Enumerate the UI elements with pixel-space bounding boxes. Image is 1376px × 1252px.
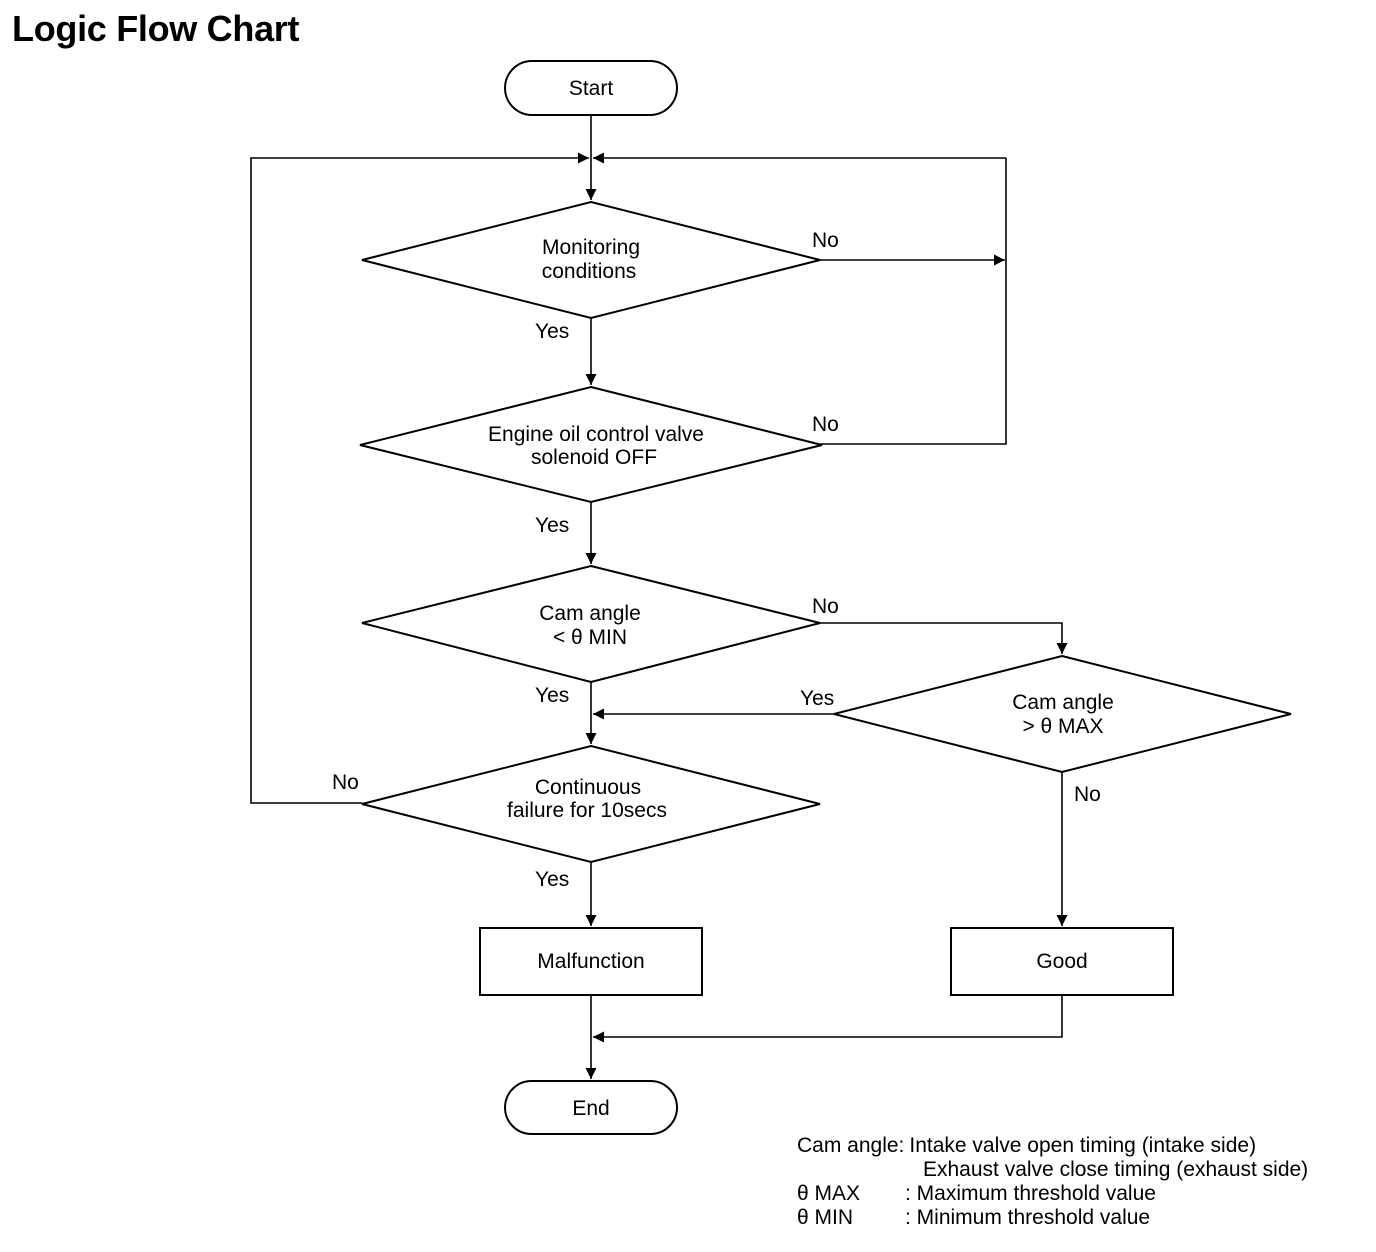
edge-label-cam-min-yes: Yes bbox=[535, 684, 569, 707]
decision-label-line-2: failure for 10secs bbox=[507, 799, 667, 822]
legend-definition: Intake valve open timing (intake side) bbox=[909, 1134, 1257, 1157]
end-terminal: End bbox=[504, 1080, 678, 1135]
decision-cam-angle-max: Cam angle > θ MAX bbox=[833, 654, 1292, 774]
decision-label-line-2: conditions bbox=[542, 260, 637, 283]
decision-cam-angle-min: Cam angle < θ MIN bbox=[361, 564, 821, 684]
edge-label-cam-max-no: No bbox=[1074, 783, 1101, 806]
decision-label-line-1: Continuous bbox=[535, 776, 641, 799]
legend-definition: : Maximum threshold value bbox=[905, 1182, 1156, 1205]
edge-label-continuous-yes: Yes bbox=[535, 868, 569, 891]
page-title: Logic Flow Chart bbox=[12, 8, 300, 49]
good-label: Good bbox=[1036, 950, 1087, 973]
legend-row-cam-angle: Cam angle: Intake valve open timing (int… bbox=[797, 1134, 1308, 1158]
legend-row-cam-angle-continued: Exhaust valve close timing (exhaust side… bbox=[797, 1158, 1308, 1182]
legend-definition: Exhaust valve close timing (exhaust side… bbox=[923, 1158, 1309, 1181]
process-malfunction: Malfunction bbox=[479, 927, 703, 996]
legend-row-theta-min: θ MIN : Minimum threshold value bbox=[797, 1206, 1308, 1230]
decision-label-line-1: Engine oil control valve bbox=[488, 423, 704, 446]
connector-good-to-end bbox=[593, 995, 1063, 1043]
start-label: Start bbox=[569, 77, 614, 100]
malfunction-label: Malfunction bbox=[537, 950, 644, 973]
decision-label-line-1: Monitoring bbox=[542, 236, 640, 259]
decision-continuous-failure: Continuous failure for 10secs bbox=[361, 744, 821, 864]
decision-label-line-2: < θ MIN bbox=[553, 626, 627, 649]
edge-label-cam-max-yes: Yes bbox=[800, 687, 834, 710]
legend-term: θ MIN bbox=[797, 1206, 854, 1229]
decision-label-line-1: Cam angle bbox=[539, 602, 641, 625]
edge-label-monitoring-no: No bbox=[812, 229, 839, 252]
edge-label-oil-valve-no: No bbox=[812, 413, 839, 436]
decision-oil-control-valve: Engine oil control valve solenoid OFF bbox=[359, 385, 823, 504]
process-good: Good bbox=[950, 927, 1174, 996]
end-label: End bbox=[572, 1097, 609, 1120]
connector-continuous-no-loop bbox=[250, 152, 589, 804]
legend-term: θ MAX bbox=[797, 1182, 861, 1205]
legend-term: Cam angle: bbox=[797, 1134, 905, 1157]
edge-label-monitoring-yes: Yes bbox=[535, 320, 569, 343]
decision-label-line-2: solenoid OFF bbox=[531, 446, 657, 469]
connector-cam-min-no bbox=[820, 622, 1068, 654]
legend-definition: : Minimum threshold value bbox=[905, 1206, 1151, 1229]
decision-label-line-1: Cam angle bbox=[1012, 691, 1114, 714]
legend-row-theta-max: θ MAX : Maximum threshold value bbox=[797, 1182, 1308, 1206]
edge-label-continuous-no: No bbox=[332, 771, 359, 794]
decision-monitoring-conditions: Monitoring conditions bbox=[361, 200, 821, 320]
decision-label-line-2: > θ MAX bbox=[1022, 715, 1103, 738]
edge-label-oil-valve-yes: Yes bbox=[535, 514, 569, 537]
start-terminal: Start bbox=[504, 60, 678, 116]
connector-oil-valve-no bbox=[820, 158, 1007, 445]
edge-label-cam-min-no: No bbox=[812, 595, 839, 618]
legend: Cam angle: Intake valve open timing (int… bbox=[797, 1134, 1308, 1230]
